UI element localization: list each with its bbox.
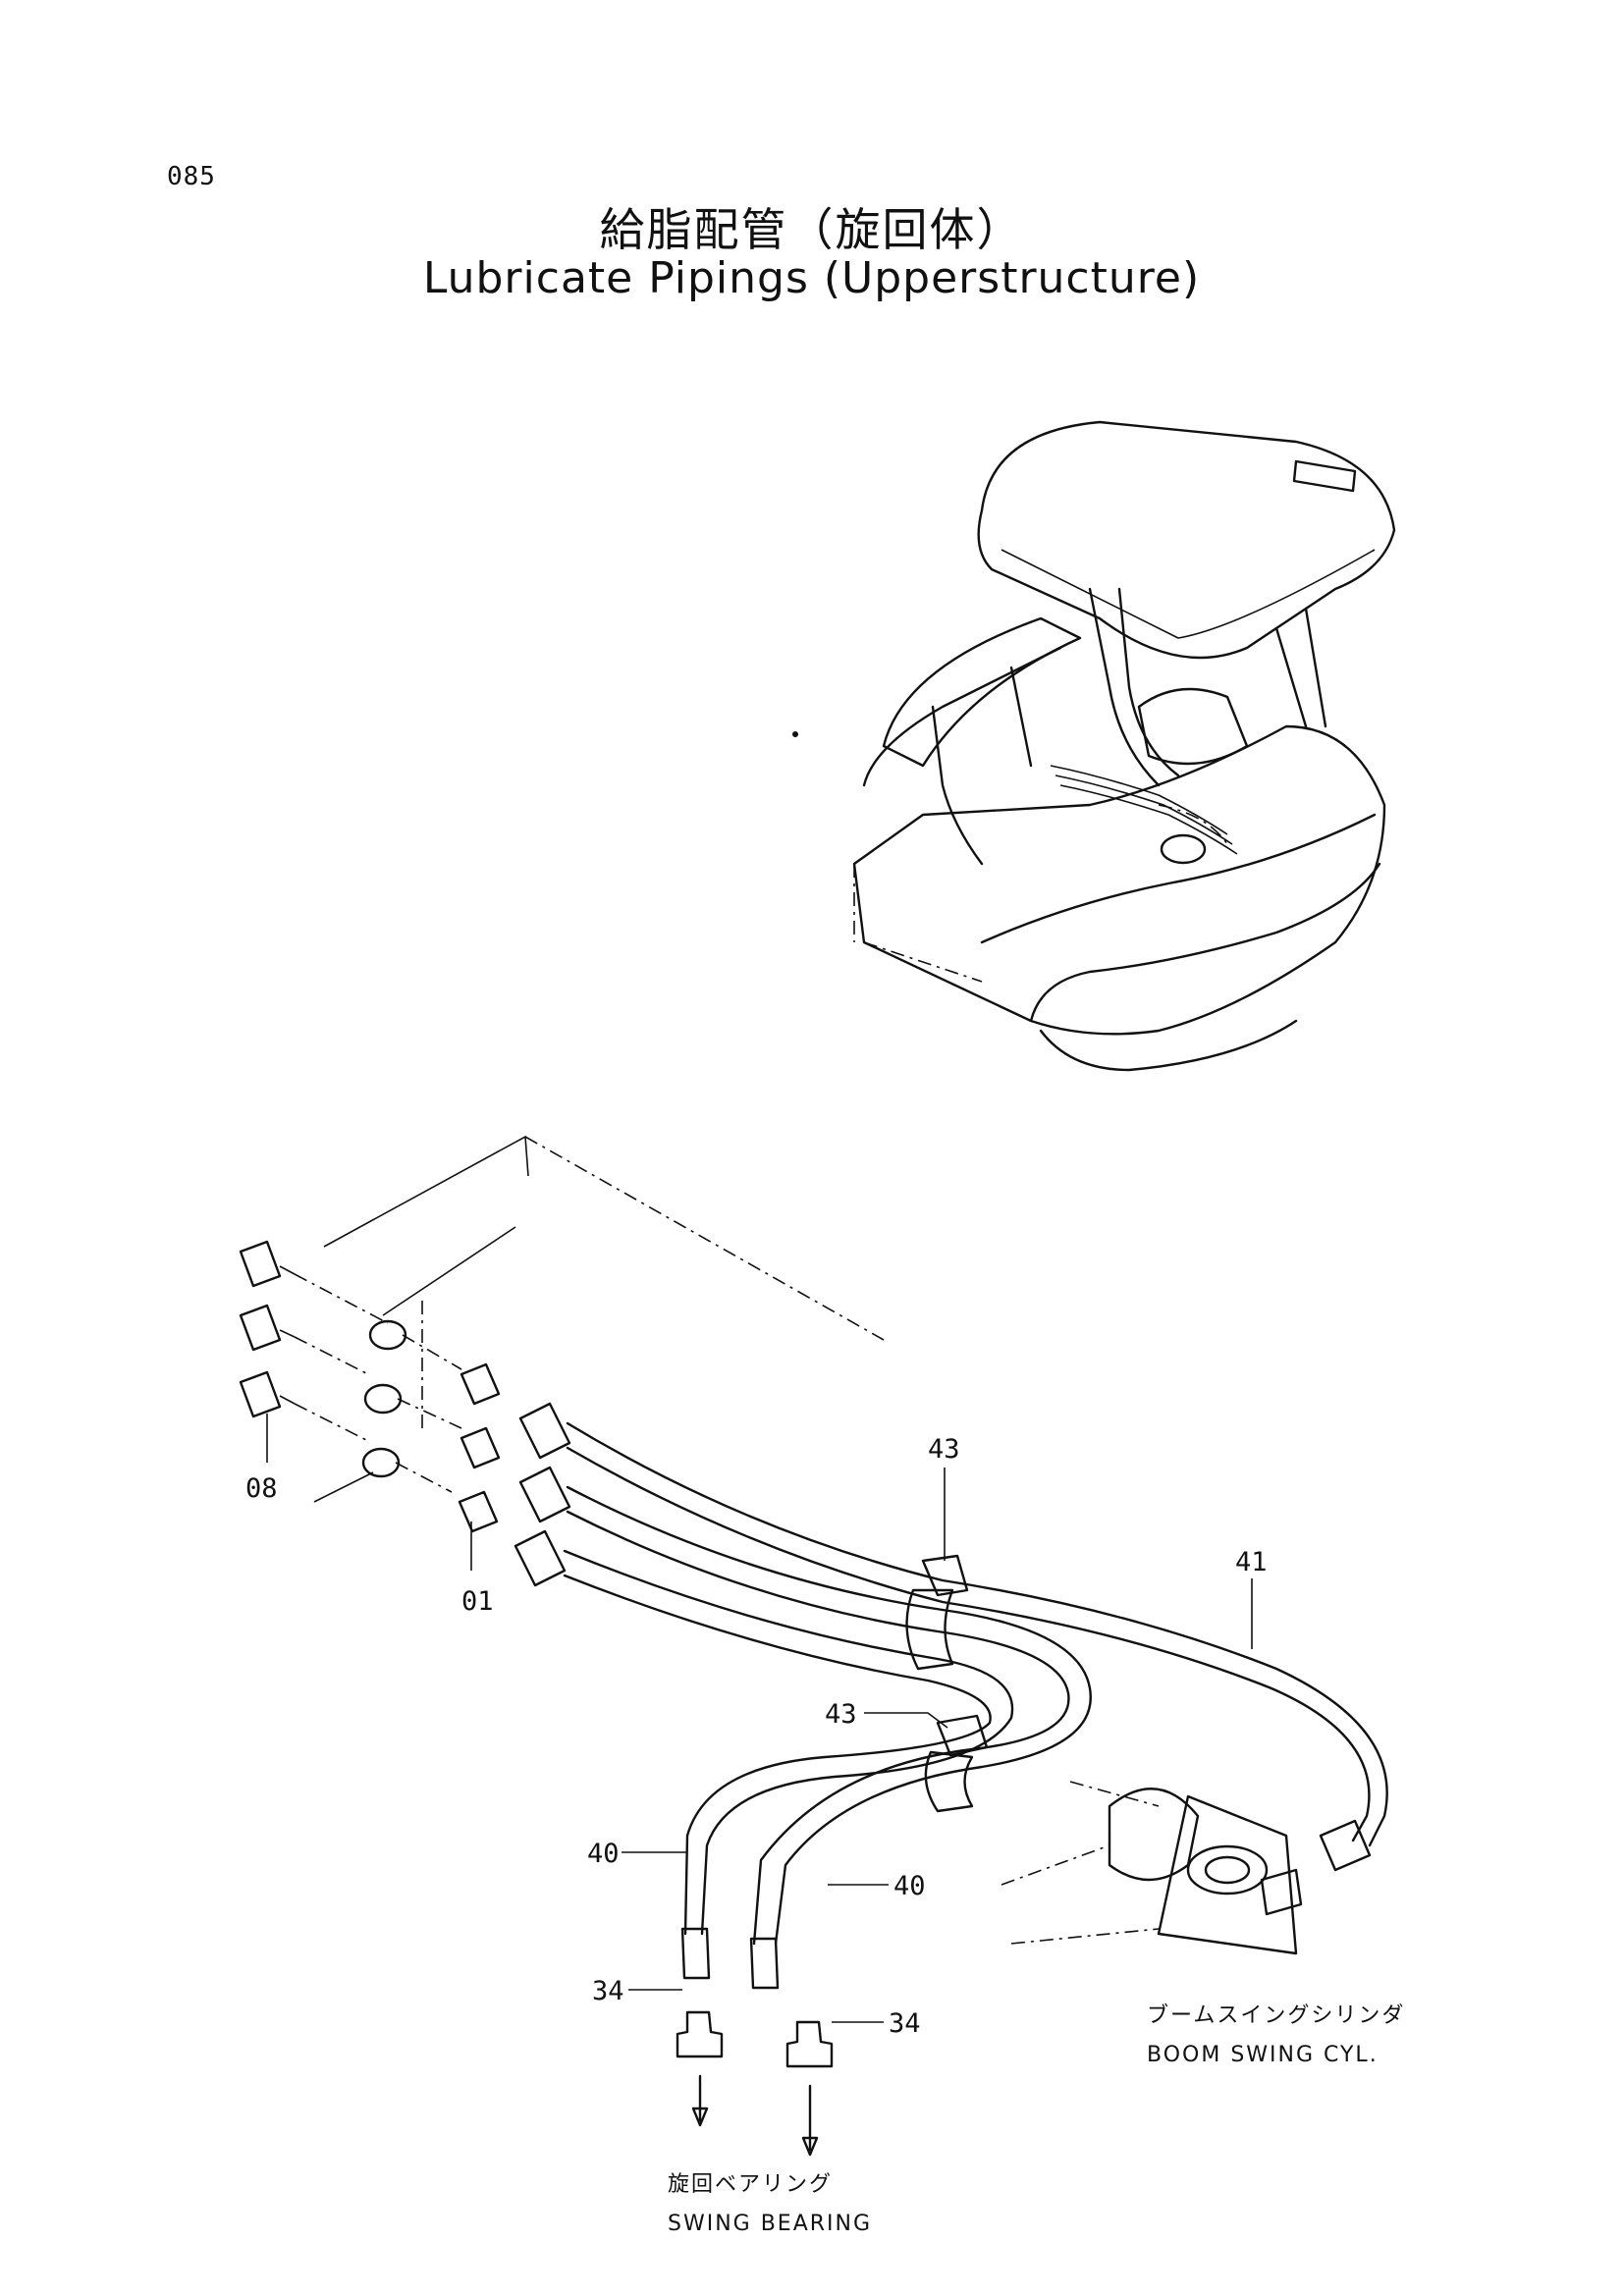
callout-41: 41: [1235, 1547, 1268, 1577]
swing-bearing-label-jp: 旋回ベアリング: [668, 2172, 833, 2197]
hose-clamp-43-group: [905, 1554, 989, 1813]
boom-swing-cyl-label-jp: ブームスイングシリンダ: [1147, 2003, 1405, 2028]
boom-swing-cylinder-illustration: [1001, 1781, 1303, 1955]
grease-nipple-part: [239, 1370, 369, 1442]
page-number: 085: [167, 162, 216, 191]
page-title-en: Lubricate Pipings (Upperstructure): [422, 253, 1201, 303]
callout-40-right: 40: [893, 1871, 926, 1901]
page-title-jp: 給脂配管（旋回体）: [599, 203, 1024, 256]
leader-lines: [266, 1414, 1253, 2023]
callout-01: 01: [461, 1586, 494, 1617]
boss-group: [361, 1319, 462, 1493]
grease-nipple-part: [239, 1240, 389, 1324]
hose-assembly: [514, 1402, 1388, 1946]
machine-overview-illustration: [792, 420, 1396, 1072]
grease-nipple-part: [239, 1304, 369, 1375]
swing-bearing-label-en: SWING BEARING: [668, 2212, 872, 2236]
bracket-reference-lines: [313, 1135, 885, 1503]
callout-43-lower: 43: [825, 1699, 857, 1730]
callout-43-upper: 43: [928, 1434, 960, 1465]
callout-34-left: 34: [592, 1976, 624, 2006]
boom-swing-cyl-label-en: BOOM SWING CYL.: [1147, 2043, 1379, 2067]
grease-nipple-08-group: [239, 1240, 389, 1442]
hose-end-fittings: [676, 1819, 1372, 2157]
adapter-01-group: [458, 1362, 501, 1533]
callout-34-right: 34: [889, 2008, 921, 2039]
callout-40-left: 40: [587, 1839, 620, 1869]
callout-08: 08: [245, 1473, 278, 1504]
